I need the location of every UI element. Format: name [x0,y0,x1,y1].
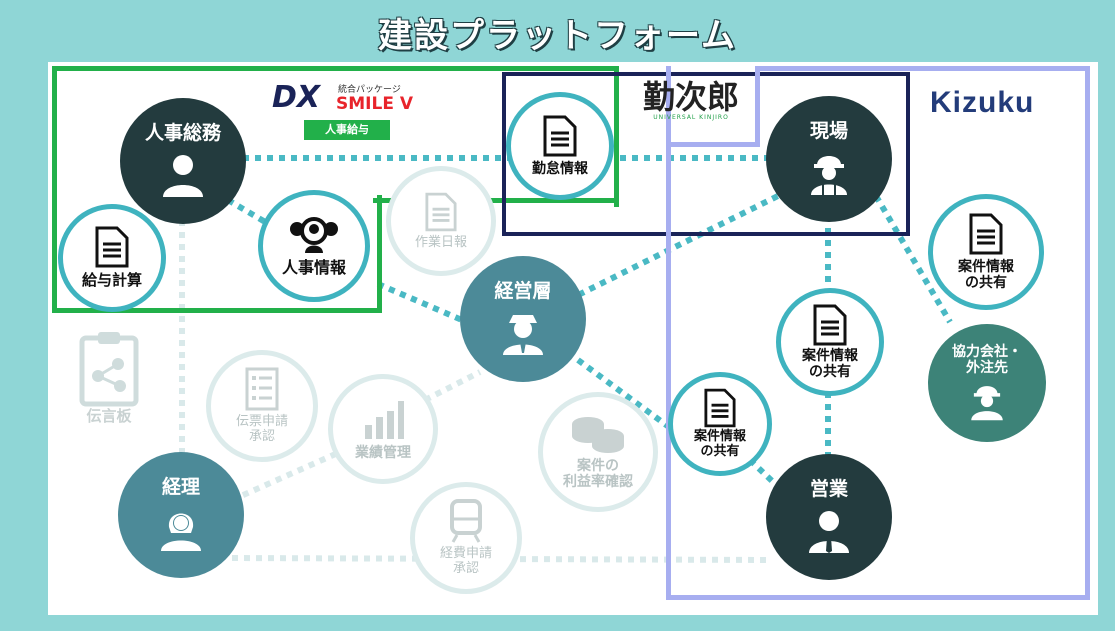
smile-group-box-lower [52,195,382,313]
businessman-icon [809,510,849,553]
smile-name: SMILE V [336,94,414,114]
line-jinji-keiei [376,281,464,323]
node-kintai-jouhou[interactable]: 勤怠情報 [506,92,614,200]
node-kyougiban[interactable]: 伝言板 [54,322,164,432]
list-document-icon [245,367,279,411]
smile-logo: DX 統合パッケージ SMILE V 人事給与 [272,80,422,144]
kizuku-group-box [666,66,1090,600]
document-icon [704,388,736,428]
node-jinji-jouhou[interactable]: 人事情報 [258,190,370,302]
train-icon [450,499,482,543]
node-eigyou[interactable]: 営業 [766,454,892,580]
node-kyuyo-keisan[interactable]: 給与計算 [58,204,166,312]
kinjiro-group-box [502,72,910,236]
node-label: 業績管理 [355,444,411,461]
clipboard-icon [79,332,139,407]
page-title: 建設プラットフォーム [378,16,737,56]
node-kyouryoku[interactable]: 協力会社・ 外注先 [928,324,1046,442]
line-genba-kyouryoku [873,194,953,324]
smile-caption: 統合パッケージ [338,85,401,95]
node-label: 案件情報 の共有 [802,347,858,380]
kizuku-group-box-top [755,66,1090,71]
node-sagyou-nippou[interactable]: 作業日報 [386,166,496,276]
construction-worker-icon [971,386,1003,421]
people-search-icon [290,216,338,253]
construction-worker-icon [811,155,847,195]
line-keiei-genba [566,187,792,303]
kizuku-logo: Kizuku [930,86,1035,119]
node-label: 経営層 [494,280,552,303]
node-gyouseki-kanri[interactable]: 業績管理 [328,374,438,484]
kizuku-group-box-step [755,66,760,146]
node-label: 人事総務 [144,122,221,145]
node-label: 案件の 利益率確認 [563,457,633,490]
line-anken3-eigyou [747,457,793,501]
document-icon [543,115,577,157]
line-soumu-jinji [226,197,274,229]
kinjiro-name: 勤次郎 [642,78,739,116]
node-label: 人事情報 [281,257,346,277]
coins-icon [572,416,624,453]
kizuku-group-box-step2 [666,142,760,147]
node-keieisou[interactable]: 経営層 [460,256,586,382]
node-label: 経費申請 承認 [439,546,492,576]
line-keiei-anken3 [576,357,675,433]
smile-group-box-step [373,198,619,207]
line-gyouseki-keiei [423,369,482,403]
node-label: 営業 [809,478,848,501]
smile-badge: 人事給与 [304,120,390,140]
node-anken-rieki[interactable]: 案件の 利益率確認 [538,392,658,512]
document-icon [425,192,457,231]
bar-chart-icon [365,400,404,439]
person-icon [163,154,203,197]
kinjiro-sub: UNIVERSAL KINJIRO [653,114,729,121]
line-keiri-gyouseki [230,449,342,503]
node-keihi-shinsei[interactable]: 経費申請 承認 [410,482,522,594]
node-anken-1[interactable]: 案件情報 の共有 [928,194,1044,310]
smile-dx-mark: DX [272,80,321,115]
node-label: 作業日報 [414,234,467,250]
node-label: 給与計算 [81,271,142,290]
kinjiro-logo: 勤次郎 UNIVERSAL KINJIRO [636,80,746,126]
document-icon [95,226,129,268]
node-jinji-soumu[interactable]: 人事総務 [120,98,246,224]
document-icon [813,304,847,346]
node-label: 協力会社・ 外注先 [952,343,1022,376]
smile-group-box [52,66,619,206]
node-anken-2[interactable]: 案件情報 の共有 [776,288,884,396]
node-label: 案件情報 の共有 [693,429,746,459]
node-label: 伝言板 [86,407,132,426]
node-label: 現場 [809,120,848,143]
woman-icon [161,513,201,551]
node-label: 案件情報 の共有 [958,258,1014,291]
node-label: 勤怠情報 [532,160,588,177]
node-label: 伝票申請 承認 [235,414,288,444]
node-label: 経理 [161,476,200,499]
node-denpyou-shinsei[interactable]: 伝票申請 承認 [206,350,318,462]
node-genba[interactable]: 現場 [766,96,892,222]
node-anken-3[interactable]: 案件情報 の共有 [668,372,772,476]
executive-icon [503,314,543,355]
node-keiri[interactable]: 経理 [118,452,244,578]
document-icon [969,213,1003,255]
